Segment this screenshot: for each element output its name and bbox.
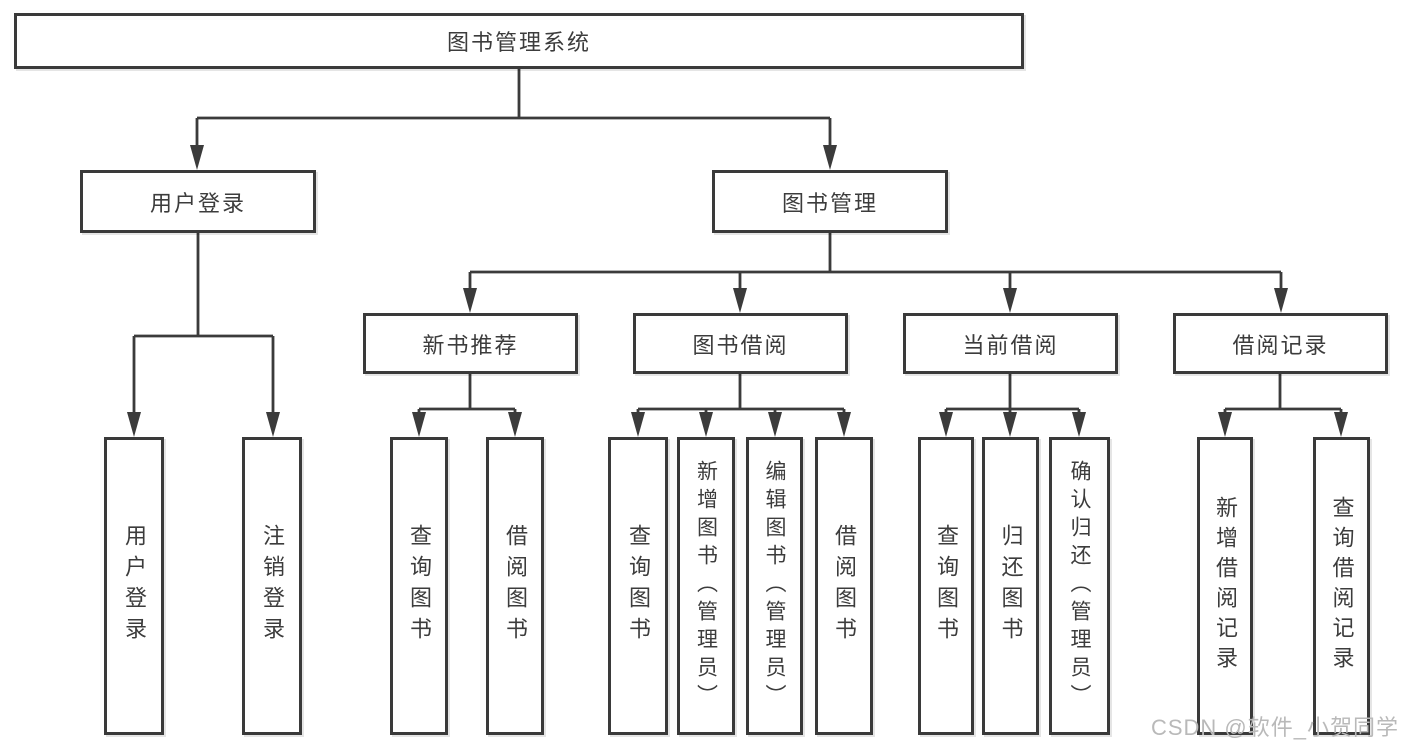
node-leaf-borrow-query-books: 查询图书 bbox=[608, 437, 668, 735]
node-root-label: 图书管理系统 bbox=[446, 30, 591, 55]
node-leaf-user-login-label: 用户登录 bbox=[122, 524, 147, 648]
node-leaf-confirm-return-admin-label: 确认归还（管理员） bbox=[1068, 460, 1091, 712]
node-leaf-add-books-admin: 新增图书（管理员） bbox=[677, 437, 735, 735]
node-user-login-branch-label: 用户登录 bbox=[149, 190, 246, 216]
node-borrow-records: 借阅记录 bbox=[1173, 313, 1388, 374]
node-leaf-query-borrow-record: 查询借阅记录 bbox=[1313, 437, 1370, 735]
node-new-book-recommend: 新书推荐 bbox=[363, 313, 578, 374]
node-book-management-branch-label: 图书管理 bbox=[781, 190, 878, 216]
csdn-watermark: CSDN @软件_小贺同学 bbox=[1150, 715, 1399, 740]
node-leaf-return-books: 归还图书 bbox=[982, 437, 1039, 735]
node-book-management-branch: 图书管理 bbox=[712, 170, 948, 233]
node-leaf-borrow-books-label: 借阅图书 bbox=[832, 524, 857, 648]
node-current-borrow: 当前借阅 bbox=[903, 313, 1118, 374]
node-user-login-branch: 用户登录 bbox=[80, 170, 316, 233]
node-leaf-logout: 注销登录 bbox=[242, 437, 302, 735]
node-leaf-add-books-admin-label: 新增图书（管理员） bbox=[694, 460, 718, 712]
node-leaf-borrow-query-books-label: 查询图书 bbox=[626, 524, 651, 648]
node-current-borrow-label: 当前借阅 bbox=[962, 332, 1059, 358]
node-leaf-borrow-books: 借阅图书 bbox=[815, 437, 873, 735]
node-leaf-add-borrow-record: 新增借阅记录 bbox=[1197, 437, 1253, 735]
node-leaf-edit-books-admin: 编辑图书（管理员） bbox=[746, 437, 803, 735]
node-leaf-recommend-query-books: 查询图书 bbox=[390, 437, 448, 735]
node-leaf-user-login: 用户登录 bbox=[104, 437, 164, 735]
node-borrow-records-label: 借阅记录 bbox=[1232, 332, 1329, 358]
node-leaf-recommend-borrow-books: 借阅图书 bbox=[486, 437, 544, 735]
node-leaf-logout-label: 注销登录 bbox=[260, 524, 285, 648]
node-book-borrow-label: 图书借阅 bbox=[692, 332, 789, 358]
node-leaf-query-borrow-record-label: 查询借阅记录 bbox=[1329, 496, 1355, 676]
node-root: 图书管理系统 bbox=[14, 13, 1024, 69]
node-leaf-recommend-borrow-books-label: 借阅图书 bbox=[503, 524, 528, 648]
node-new-book-recommend-label: 新书推荐 bbox=[422, 332, 519, 358]
node-leaf-return-books-label: 归还图书 bbox=[998, 524, 1024, 648]
node-leaf-add-borrow-record-label: 新增借阅记录 bbox=[1213, 496, 1238, 676]
node-leaf-confirm-return-admin: 确认归还（管理员） bbox=[1049, 437, 1110, 735]
node-leaf-current-query-books: 查询图书 bbox=[918, 437, 974, 735]
node-leaf-recommend-query-books-label: 查询图书 bbox=[407, 524, 432, 648]
node-book-borrow: 图书借阅 bbox=[633, 313, 848, 374]
node-leaf-current-query-books-label: 查询图书 bbox=[934, 524, 959, 648]
node-leaf-edit-books-admin-label: 编辑图书（管理员） bbox=[763, 460, 786, 712]
